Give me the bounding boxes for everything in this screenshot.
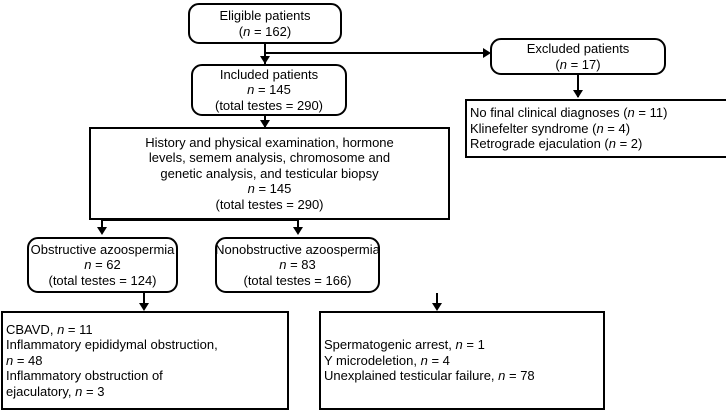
node-obstructive-causes[interactable]: CBAVD, n = 11 Inflammatory epididymal ob… [1,311,289,410]
node-nonobstructive-causes[interactable]: Spermatogenic arrest, n = 1 Y microdelet… [319,311,605,410]
connector-obstructive-to-causes [143,293,145,309]
workup-line-1: History and physical examination, hormon… [145,134,394,150]
node-included-patients[interactable]: Included patients n = 145 (total testes … [191,64,347,116]
obstructive-testes: (total testes = 124) [48,272,157,288]
included-count: n = 145 [247,82,291,98]
workup-testes: (total testes = 290) [215,196,324,212]
connector-workup-branch-left [101,219,103,231]
arrowhead-to-obstructive [97,227,107,235]
nonobstructive-cause-item: Unexplained testicular failure, n = 78 [324,368,535,384]
reason-item: Retrograde ejaculation (n = 2) [470,136,643,152]
connector-eligible-stub [264,44,266,54]
workup-line-3: genetic analysis, and testicular biopsy [160,165,379,181]
node-nonobstructive-azoospermia[interactable]: Nonobstructive azoospermia n = 83 (total… [215,237,380,293]
excluded-count: (n = 17) [555,56,601,72]
arrowhead-to-obstructive-causes [139,303,149,311]
obstructive-cause-item: CBAVD, n = 11 [6,321,93,337]
node-obstructive-azoospermia[interactable]: Obstructive azoospermia n = 62 (total te… [27,237,178,293]
node-eligible-patients[interactable]: Eligible patients (n = 162) [188,3,342,44]
eligible-title: Eligible patients [219,8,311,23]
eligible-count: (n = 162) [238,23,292,39]
arrowhead-to-nonobstructive [293,227,303,235]
connector-nonobstructive-to-causes [436,293,438,309]
obstructive-cause-item: n = 48 [6,352,43,368]
arrowhead-to-workup [260,120,270,128]
nonobstructive-cause-item: Y microdeletion, n = 4 [324,352,450,368]
obstructive-cause-item: ejaculatory, n = 3 [6,383,105,399]
included-title: Included patients [219,66,319,82]
reason-item: No final clinical diagnoses (n = 11) [470,105,668,121]
node-exclusion-reasons[interactable]: No final clinical diagnoses (n = 11) Kli… [465,99,726,158]
obstructive-cause-item: Inflammatory epididymal obstruction, [6,337,218,353]
obstructive-cause-item: Inflammatory obstruction of [6,368,163,384]
nonobstructive-count: n = 83 [279,257,316,273]
workup-count: n = 145 [247,181,292,197]
nonobstructive-title: Nonobstructive azoospermia [215,241,380,257]
connector-workup-split [101,219,299,221]
arrowhead-to-included [260,56,270,64]
obstructive-title: Obstructive azoospermia [30,241,175,257]
arrowhead-to-nonobstructive-causes [432,303,442,311]
connector-eligible-to-excluded [264,52,486,54]
arrowhead-to-reasons [573,90,583,98]
excluded-title: Excluded patients [526,41,630,56]
obstructive-count: n = 62 [84,257,121,273]
node-excluded-patients[interactable]: Excluded patients (n = 17) [490,38,666,75]
reason-item: Klinefelter syndrome (n = 4) [470,120,631,136]
arrowhead-to-excluded [483,48,491,58]
included-testes: (total testes = 290) [214,97,324,113]
connector-excluded-to-reasons [577,75,579,97]
nonobstructive-testes: (total testes = 166) [243,272,352,288]
nonobstructive-cause-item: Spermatogenic arrest, n = 1 [324,337,485,353]
node-diagnostic-workup[interactable]: History and physical examination, hormon… [89,127,450,220]
connector-workup-branch-right [297,219,299,231]
workup-line-2: levels, semem analysis, chromosome and [148,150,391,166]
